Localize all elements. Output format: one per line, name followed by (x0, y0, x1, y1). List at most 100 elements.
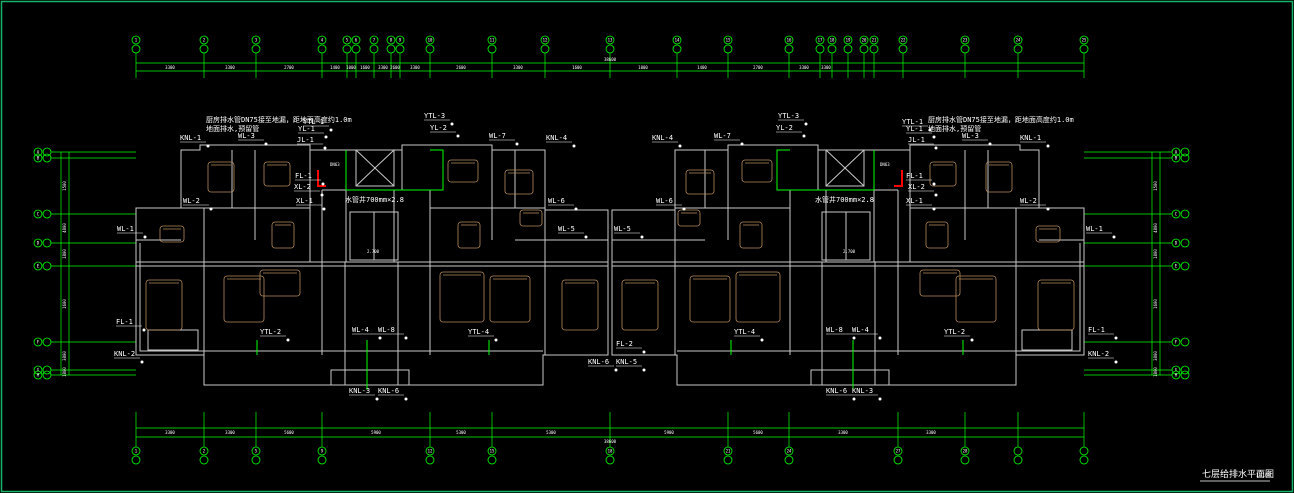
furniture-item (621, 279, 659, 331)
pipe-label-text: YTL-1 (303, 118, 324, 126)
stair-elevation-left: 2.700 (367, 249, 380, 254)
left-axis-bubble: B (33, 153, 136, 163)
right-axis-bubble-label: G (1175, 368, 1178, 373)
top-dimension-text: 3300 (225, 65, 235, 70)
top-axis-bubble-label: 4 (321, 38, 324, 43)
pipe-node (143, 235, 147, 239)
bottom-axis-bubble-label: 27 (896, 449, 901, 454)
top-axis-bubble: 15 (723, 35, 733, 54)
pipe-label-r-fl1-tr: FL-1 (906, 172, 936, 186)
pipe-label-text: YTL-3 (778, 112, 799, 120)
top-dimension-text: 3300 (410, 65, 420, 70)
top-axis-ticks (135, 53, 1085, 78)
right-axis-bubble: H (1084, 370, 1190, 380)
bottom-dimension-text: 5300 (456, 430, 466, 435)
bottom-axis-bubble-label: 28 (963, 449, 968, 454)
pipe-label-text: FL-1 (906, 172, 923, 180)
left-axis-bubble: E (33, 261, 136, 271)
bottom-axis-bubble: 9 (317, 446, 327, 465)
pipe-node (494, 338, 498, 342)
top-axis-bubble: 1 (131, 35, 141, 54)
left-axis-bubble: A (33, 147, 136, 157)
bottom-axis-bubble: 15 (487, 446, 497, 465)
pipe-label-text: YL-1 (906, 125, 923, 133)
pipe-node (450, 122, 454, 126)
pipe-label-text: WL-7 (489, 132, 506, 140)
pipe-node (572, 144, 576, 148)
note-left-2: 地面排水,预留管 (206, 124, 259, 133)
pipe-label-l-ynl2-bl: KNL-2 (114, 350, 144, 364)
pipe-node (928, 128, 932, 132)
pipe-label-text: KNL-3 (349, 387, 370, 395)
left-axis-bubble-label: C (37, 212, 40, 217)
left-dimension-lines (60, 152, 70, 375)
pipe-label-text: JL-1 (908, 136, 925, 144)
furniture-item (263, 161, 291, 187)
stair-elevation-right: 2.700 (843, 249, 856, 254)
bottom-axis-bubble: 21 (723, 446, 733, 465)
right-axis-bubble: G (1084, 365, 1190, 375)
pipe-label-r-jl1-tr: JL-1 (908, 136, 938, 150)
top-dimension-text: 2700 (753, 65, 763, 70)
pipe-label-text: XL-2 (908, 183, 925, 191)
pipe-node (375, 397, 379, 401)
right-axis-bubble-label: E (1175, 264, 1178, 269)
pipe-node (682, 207, 686, 211)
pipe-label-l-wl7-tl: WL-7 (489, 132, 519, 146)
bottom-axis-bubble-label: 9 (321, 449, 324, 454)
pipe-label-text: WL-2 (1020, 197, 1037, 205)
pipe-label-r-ynl3-br: KNL-3 (852, 387, 882, 401)
top-axis-bubble-label: 14 (675, 38, 680, 43)
top-axis-bubble-label: 16 (787, 38, 792, 43)
furniture-item (741, 159, 773, 183)
right-axis-bubble-label: F (1175, 340, 1178, 345)
bottom-dimension-text: 5300 (546, 430, 556, 435)
pipe-label-text: WL-5 (558, 225, 575, 233)
pipe-label-r-yl2-tr: YL-2 (776, 124, 806, 138)
left-axis-bubble-label: A (37, 150, 40, 155)
right-axis-bubble-label: A (1175, 150, 1178, 155)
furniture-item (735, 271, 781, 323)
pipe-node (614, 368, 618, 372)
top-axis-bubble: 11 (487, 35, 497, 54)
pipe-label-l-xl1-tl: XL-1 (296, 197, 326, 211)
top-dimension-text: 1400 (697, 65, 707, 70)
dn-tag-left: DN63 (330, 162, 340, 167)
top-axis-bubble: 12 (540, 35, 550, 54)
pipe-node (320, 193, 324, 197)
left-axis-bubble: D (33, 238, 136, 248)
top-dimension-text: 3300 (513, 65, 523, 70)
right-axis-bubble: B (1084, 153, 1190, 163)
bottom-axis-bubble: 24 (784, 446, 794, 465)
furniture-item (925, 221, 949, 249)
pipe-label-text: WL-4 (352, 326, 369, 334)
pipe-node (740, 142, 744, 146)
pipe-label-l-ynl3-bl: KNL-3 (349, 387, 379, 401)
pipe-label-text: YTL-1 (902, 118, 923, 126)
pipe-label-r-ytl1-tr: YTL-1 (902, 118, 932, 132)
top-axis-bubble-label: 12 (543, 38, 548, 43)
shaft-label-right: 水管井700mm×2.8 (815, 195, 874, 204)
pipe-node (640, 235, 644, 239)
bottom-axis-bubble: 27 (893, 446, 903, 465)
top-axis-bubble-label: 1 (135, 38, 138, 43)
pipe-label-text: XL-2 (294, 183, 311, 191)
pipe-node (1046, 207, 1050, 211)
furniture-item (561, 279, 599, 331)
top-axis-bubble-label: 8 (390, 38, 393, 43)
left-dimension-text: 1500 (62, 181, 67, 191)
pipe-node (1046, 144, 1050, 148)
top-axis-bubble-label: 10 (428, 38, 433, 43)
bottom-axis-bubble: 2 (199, 446, 209, 465)
pipe-node (1114, 360, 1118, 364)
pipe-label-l-ynl1-tl: KNL-1 (180, 134, 210, 148)
pipe-label-l-ytl4-bl: YTL-4 (468, 328, 498, 342)
note-right-1: 厨房排水管DN75接至地漏，距地面高度约1.0m (928, 115, 1074, 124)
pipe-label-l-xl2-tl: XL-2 (294, 183, 324, 197)
bottom-axis-bubble (1013, 446, 1023, 465)
bottom-dimension-text: 3300 (165, 430, 175, 435)
top-axis-bubble: 5 (342, 35, 352, 54)
bottom-axis-bubble: 1 (131, 446, 141, 465)
pipe-label-l-ynl6b-bl: KNL-6 (378, 387, 408, 401)
top-axis-bubble: 4 (317, 35, 327, 54)
